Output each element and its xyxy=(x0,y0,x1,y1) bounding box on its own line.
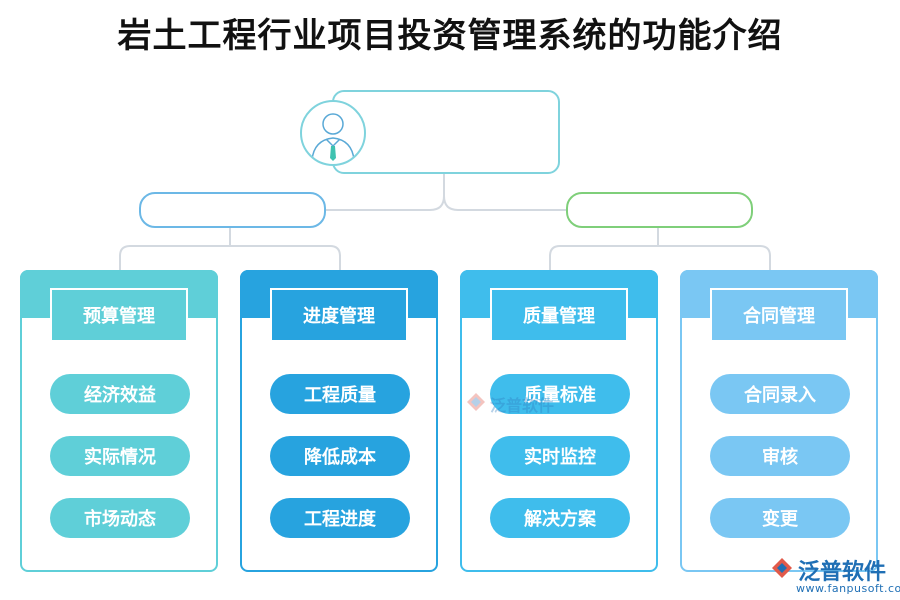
module-card-progress: 进度管理 工程质量 降低成本 工程进度 xyxy=(240,270,438,572)
module-header: 预算管理 xyxy=(50,288,188,342)
module-item: 质量标准 xyxy=(490,374,630,414)
module-header: 质量管理 xyxy=(490,288,628,342)
module-item: 审核 xyxy=(710,436,850,476)
logo-url: www.fanpusoft.com xyxy=(796,582,900,595)
module-item: 工程质量 xyxy=(270,374,410,414)
module-item: 变更 xyxy=(710,498,850,538)
module-item: 解决方案 xyxy=(490,498,630,538)
person-icon xyxy=(300,100,366,166)
module-item: 经济效益 xyxy=(50,374,190,414)
module-item: 工程进度 xyxy=(270,498,410,538)
branch-node-left xyxy=(139,192,326,228)
module-card-contract: 合同管理 合同录入 审核 变更 xyxy=(680,270,878,572)
module-header: 合同管理 xyxy=(710,288,848,342)
page-title: 岩土工程行业项目投资管理系统的功能介绍 xyxy=(117,16,783,56)
branch-node-right xyxy=(566,192,753,228)
logo-text: 泛普软件 xyxy=(798,560,887,585)
module-item: 实际情况 xyxy=(50,436,190,476)
module-card-quality: 质量管理 质量标准 实时监控 解决方案 xyxy=(460,270,658,572)
module-header: 进度管理 xyxy=(270,288,408,342)
module-item: 实时监控 xyxy=(490,436,630,476)
module-item: 合同录入 xyxy=(710,374,850,414)
module-card-budget: 预算管理 经济效益 实际情况 市场动态 xyxy=(20,270,218,572)
fanpu-logo-icon xyxy=(772,558,792,578)
module-item: 降低成本 xyxy=(270,436,410,476)
root-node xyxy=(332,90,560,174)
module-item: 市场动态 xyxy=(50,498,190,538)
brand-logo: 泛普软件 www.fanpusoft.com xyxy=(768,554,900,598)
